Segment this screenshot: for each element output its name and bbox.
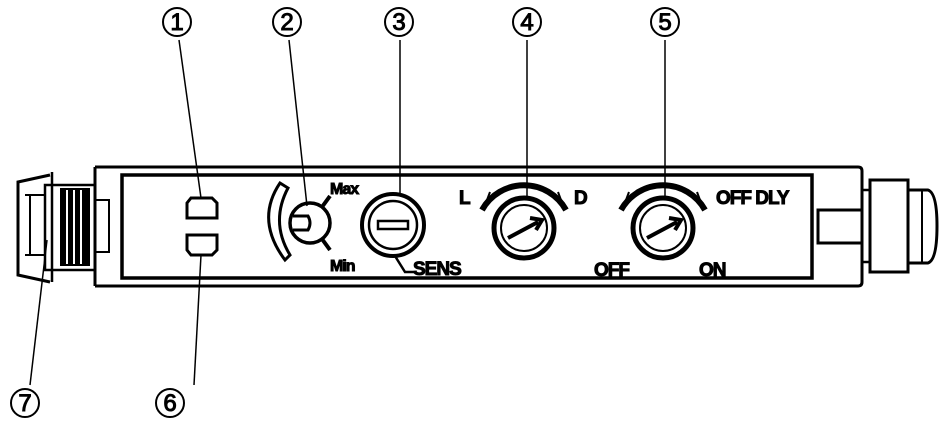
- sens-knob[interactable]: [360, 192, 426, 274]
- trimmer-knob[interactable]: [267, 180, 332, 263]
- svg-text:7: 7: [18, 390, 31, 417]
- lock-lever: [25, 183, 110, 272]
- svg-text:6: 6: [163, 390, 176, 417]
- off-label: OFF: [594, 260, 629, 281]
- svg-text:4: 4: [520, 9, 533, 36]
- callout-1: 1: [162, 7, 192, 37]
- callout-7: 7: [10, 388, 40, 418]
- min-label: Min: [330, 258, 355, 275]
- callout-3: 3: [384, 7, 414, 37]
- on-label: ON: [699, 260, 726, 281]
- svg-text:1: 1: [170, 9, 183, 36]
- callout-4: 4: [512, 7, 542, 37]
- callout-2: 2: [272, 7, 302, 37]
- callout-5: 5: [650, 7, 680, 37]
- svg-text:5: 5: [658, 9, 671, 36]
- svg-text:3: 3: [392, 9, 405, 36]
- off-delay-switch[interactable]: [618, 182, 708, 261]
- off-dly-label: OFF DLY: [716, 188, 790, 209]
- front-panel: [120, 173, 814, 280]
- l-label: L: [459, 188, 471, 209]
- led-indicator-lower: [185, 233, 219, 257]
- d-label: D: [574, 188, 587, 209]
- sens-label: SENS: [413, 259, 461, 280]
- callout-6: 6: [155, 388, 185, 418]
- light-dark-switch[interactable]: [479, 182, 569, 261]
- svg-text:2: 2: [280, 9, 293, 36]
- led-indicator-upper: [185, 196, 219, 220]
- leader-lines: [29, 39, 666, 386]
- cable-connector: [816, 178, 939, 274]
- max-label: Max: [330, 181, 359, 198]
